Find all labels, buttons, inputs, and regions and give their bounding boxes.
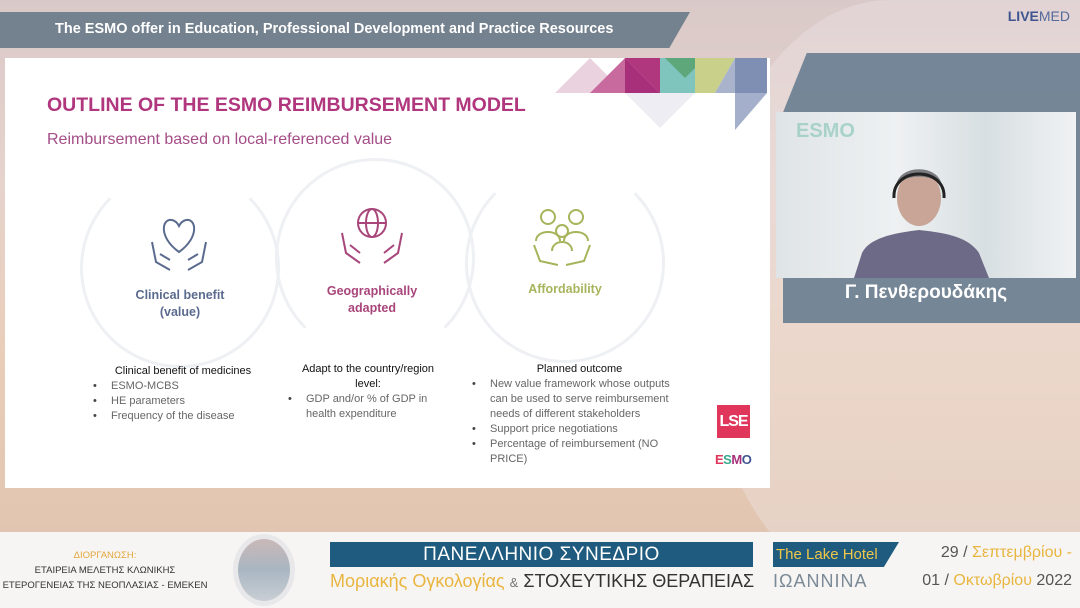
triangle-decoration bbox=[555, 58, 767, 130]
livemed-logo: LIVEMED bbox=[1007, 8, 1070, 24]
conference-title: ΠΑΝΕΛΛΗΝΙΟ ΣΥΝΕΔΡΙΟ bbox=[330, 542, 753, 567]
conference-footer: ΔΙΟΡΓΑΝΩΣΗ: ΕΤΑΙΡΕΙΑ ΜΕΛΕΤΗΣ ΚΛΩΝΙΚΗΣ ΕΤ… bbox=[0, 532, 1080, 608]
conference-logo bbox=[233, 534, 295, 606]
hotel-name: The Lake Hotel bbox=[773, 542, 899, 567]
pillar-label-clinical-benefit: Clinical benefit(value) bbox=[135, 288, 225, 319]
esmo-logo: ESMO bbox=[715, 452, 752, 467]
globe-hands-icon bbox=[341, 208, 403, 264]
heart-hands-icon bbox=[151, 218, 207, 271]
presentation-title: The ESMO offer in Education, Professiona… bbox=[55, 21, 614, 37]
slide-subtitle: Reimbursement based on local-referenced … bbox=[47, 131, 393, 148]
speaker-name: Γ. Πενθερουδάκης bbox=[844, 282, 1008, 303]
speaker-figure bbox=[854, 169, 989, 278]
slide-title: OUTLINE OF THE ESMO REIMBURSEMENT MODEL bbox=[47, 94, 526, 116]
lse-logo: LSE bbox=[717, 405, 750, 438]
speaker-video: ESMO bbox=[776, 112, 1076, 278]
people-group-icon bbox=[533, 209, 591, 266]
column-planned-outcome: Planned outcome New value framework whos… bbox=[472, 362, 687, 467]
esmo-watermark: ESMO bbox=[796, 120, 855, 142]
column-adapt-country: Adapt to the country/region level: GDP a… bbox=[288, 362, 448, 422]
date-end: 01 / Οκτωβρίου 2022 bbox=[922, 572, 1072, 589]
column-clinical-benefit: Clinical benefit of medicines ESMO-MCBSH… bbox=[93, 364, 273, 424]
city: ΙΩΑΝΝΙΝΑ bbox=[773, 571, 868, 591]
organizer: ΔΙΟΡΓΑΝΩΣΗ: ΕΤΑΙΡΕΙΑ ΜΕΛΕΤΗΣ ΚΛΩΝΙΚΗΣ ΕΤ… bbox=[2, 550, 208, 591]
pillar-arc bbox=[465, 163, 665, 363]
date-start: 29 / Σεπτεμβρίου - bbox=[940, 544, 1072, 561]
conference-subtitle: Μοριακής Ογκολογίας & ΣΤΟΧΕΥΤΙΚΗΣ ΘΕΡΑΠΕ… bbox=[330, 571, 755, 591]
pillar-label-affordability: Affordability bbox=[528, 282, 602, 296]
slide: OUTLINE OF THE ESMO REIMBURSEMENT MODEL … bbox=[5, 58, 770, 488]
title-bar: The ESMO offer in Education, Professiona… bbox=[0, 12, 690, 48]
